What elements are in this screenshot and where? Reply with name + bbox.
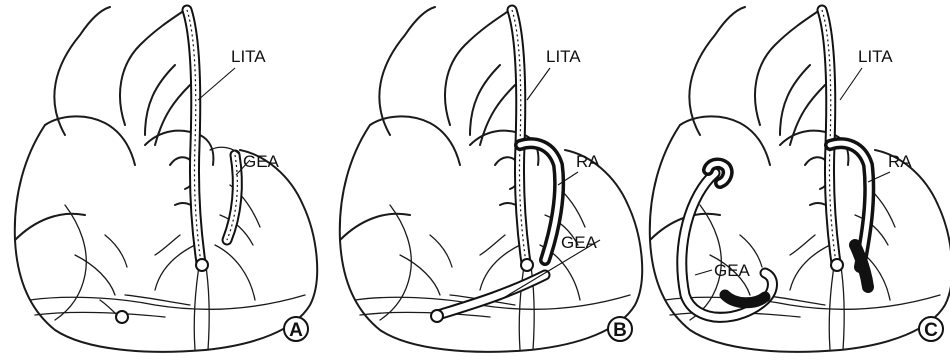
lita-leader-a — [198, 68, 235, 100]
label-lita-a: LITA — [231, 47, 266, 66]
label-gea-a: GEA — [243, 152, 280, 171]
label-ra-b: RA — [576, 152, 600, 171]
label-lita-c: LITA — [858, 47, 893, 66]
label-lita-b: LITA — [546, 47, 581, 66]
panel-letter-a: A — [289, 320, 303, 341]
lita-leader-c — [840, 68, 862, 100]
label-gea-c: GEA — [714, 261, 751, 280]
panel-a — [15, 7, 317, 352]
label-ra-c: RA — [888, 152, 912, 171]
label-gea-b: GEA — [561, 233, 598, 252]
panel-letter-b: B — [613, 320, 627, 341]
panel-letter-c: C — [924, 320, 938, 341]
lita-leader-b — [527, 68, 550, 100]
gea-leader-c — [695, 270, 712, 275]
panel-b — [340, 7, 642, 352]
panel-c — [650, 7, 950, 352]
